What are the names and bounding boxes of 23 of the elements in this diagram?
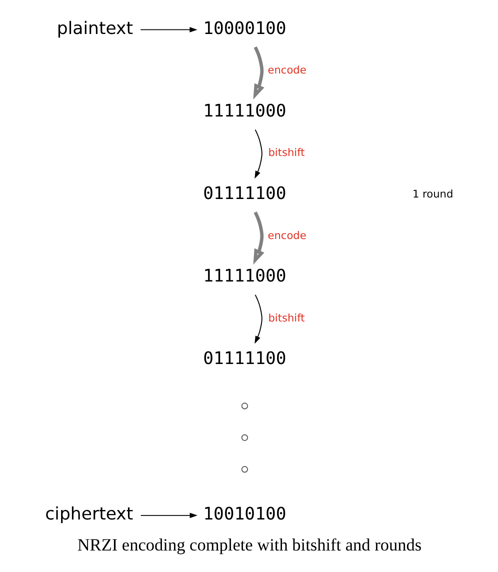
edge-label: bitshift — [268, 312, 304, 324]
label: 1 round — [412, 188, 453, 200]
node-text: 10000100 — [202, 18, 286, 39]
arrow — [140, 512, 197, 518]
node-text: 01111100 — [202, 184, 286, 204]
arrow — [254, 129, 262, 179]
node-circle — [240, 466, 248, 473]
caption: NRZI encoding complete with bitshift and rounds — [76, 535, 422, 554]
node-text: ciphertext — [44, 504, 133, 525]
edge-label: encode — [267, 230, 306, 242]
arrow — [252, 212, 264, 265]
node-text: 01111100 — [202, 349, 286, 370]
node-circle — [240, 434, 248, 442]
node-circle — [240, 402, 248, 410]
node-text: 11111000 — [202, 266, 286, 287]
node-text: 11111000 — [202, 101, 286, 122]
edge-label: encode — [267, 64, 306, 77]
node-text: plaintext — [56, 18, 133, 39]
node-text: 10010100 — [202, 504, 286, 525]
edge-label: bitshift — [268, 147, 304, 160]
arrow — [252, 46, 264, 100]
arrow — [140, 27, 197, 32]
arrow — [254, 294, 262, 344]
